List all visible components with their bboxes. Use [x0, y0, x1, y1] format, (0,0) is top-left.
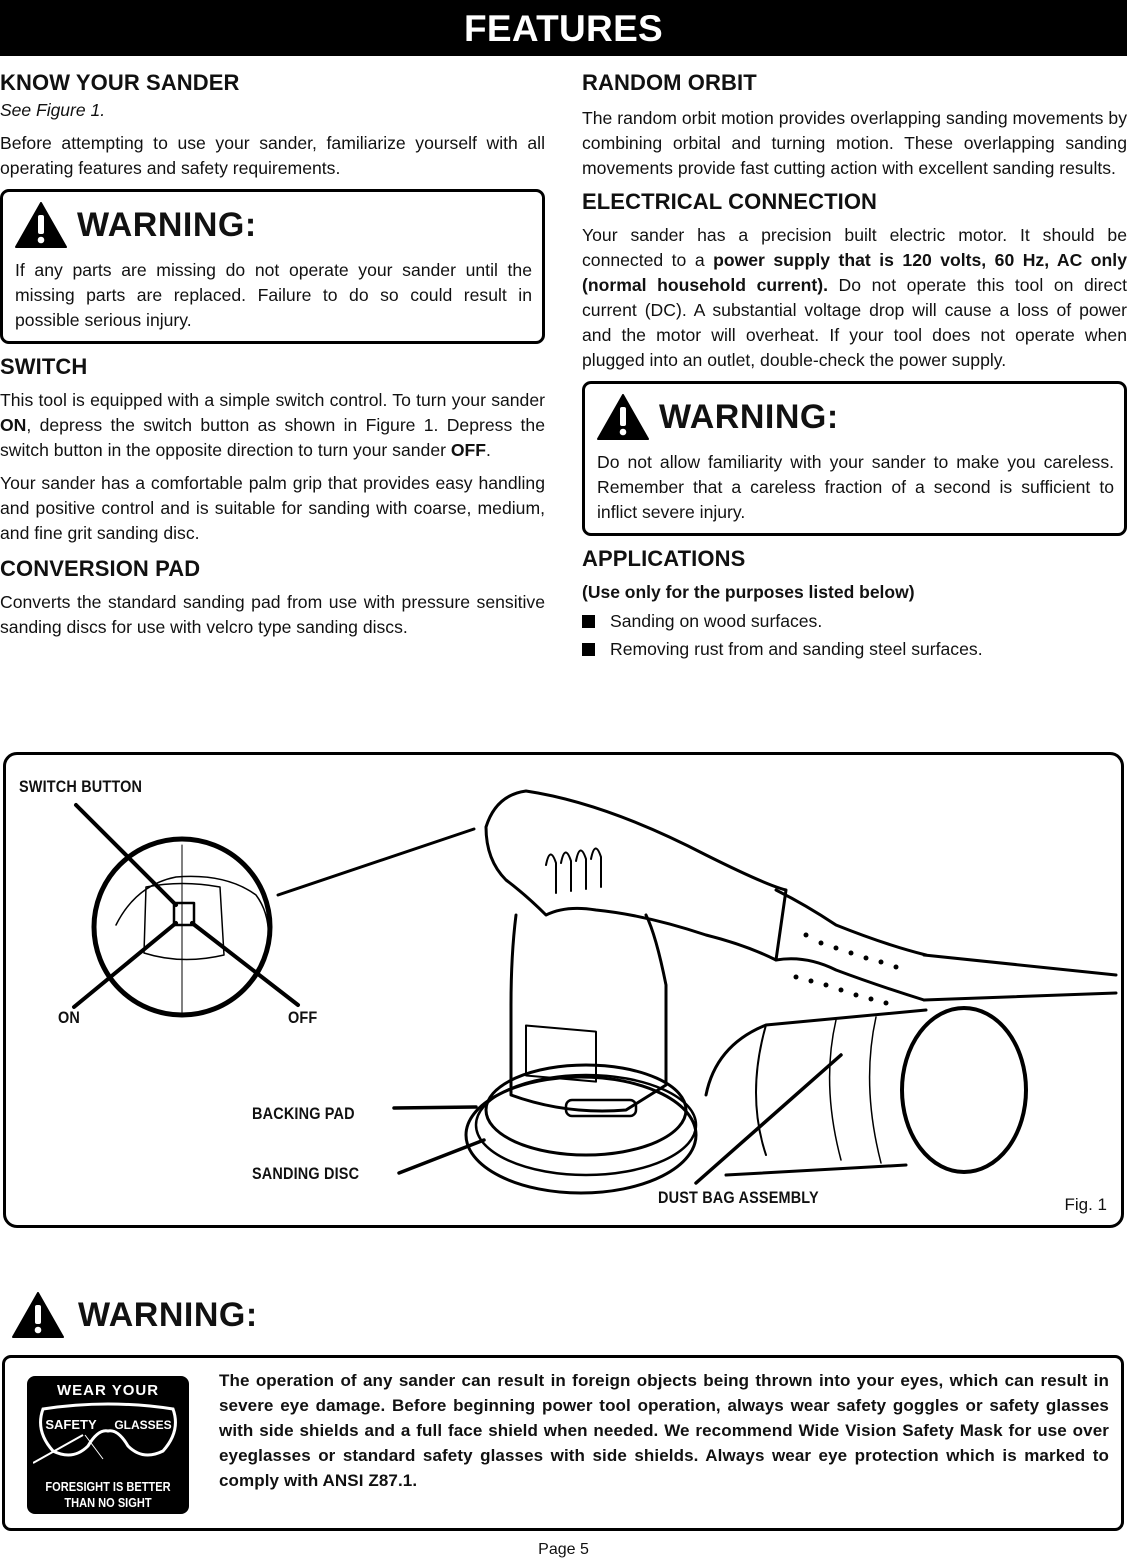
- label-sanding-disc: SANDING DISC: [252, 1164, 360, 1183]
- switch-text: This tool is equipped with a simple swit…: [0, 390, 545, 460]
- left-column: KNOW YOUR SANDER See Figure 1. Before at…: [0, 70, 545, 648]
- eye-protection-warning-box: WEAR YOUR SAFETY GLASSES FORESIGHT IS BE…: [2, 1355, 1124, 1531]
- applications-subheading: (Use only for the purposes listed below): [582, 582, 915, 602]
- svg-text:GLASSES: GLASSES: [114, 1418, 171, 1432]
- list-item: Sanding on wood surfaces.: [582, 611, 1127, 632]
- warning-triangle-icon: [15, 202, 67, 248]
- badge-line-4: THAN NO SIGHT: [64, 1495, 152, 1510]
- badge-line-3: FORESIGHT IS BETTER: [45, 1479, 171, 1494]
- warning-text: Do not allow familiarity with your sande…: [597, 452, 1114, 522]
- eye-warning-heading: WARNING:: [12, 1292, 258, 1338]
- palm-grip-text: Your sander has a comfortable palm grip …: [0, 473, 545, 543]
- heading-applications: APPLICATIONS: [582, 546, 746, 571]
- warning-box-familiarity: WARNING: Do not allow familiarity with y…: [582, 381, 1127, 536]
- heading-know-your-sander: KNOW YOUR SANDER: [0, 70, 240, 95]
- page-header: FEATURES: [0, 0, 1127, 56]
- figure-caption: Fig. 1: [1064, 1195, 1107, 1214]
- badge-line-1: WEAR YOUR: [56, 1382, 160, 1399]
- label-dust-bag-assembly: DUST BAG ASSEMBLY: [658, 1188, 819, 1207]
- electrical-text: Your sander has a precision built electr…: [582, 225, 1127, 370]
- label-switch-button: SWITCH BUTTON: [19, 777, 143, 796]
- warning-triangle-icon: [12, 1292, 64, 1338]
- svg-text:SAFETY: SAFETY: [45, 1417, 97, 1432]
- see-figure-note: See Figure 1.: [0, 100, 106, 120]
- heading-switch: SWITCH: [0, 354, 88, 379]
- right-column: RANDOM ORBIT The random orbit motion pro…: [582, 70, 1127, 667]
- label-on: ON: [58, 1008, 81, 1027]
- label-backing-pad: BACKING PAD: [252, 1104, 355, 1123]
- eye-warning-text: The operation of any sander can result i…: [219, 1371, 1109, 1490]
- safety-goggles-icon: SAFETY GLASSES: [33, 1402, 177, 1464]
- square-bullet-icon: [582, 615, 595, 628]
- figure-1-sander-diagram: SWITCH BUTTON ON OFF BACKING PAD SANDING…: [3, 752, 1124, 1228]
- know-your-sander-text: Before attempting to use your sander, fa…: [0, 133, 545, 178]
- warning-text: If any parts are missing do not operate …: [15, 260, 532, 330]
- conversion-pad-text: Converts the standard sanding pad from u…: [0, 592, 545, 637]
- warning-title: WARNING:: [77, 205, 257, 244]
- square-bullet-icon: [582, 643, 595, 656]
- page-number: Page 5: [538, 1541, 589, 1558]
- heading-random-orbit: RANDOM ORBIT: [582, 70, 757, 95]
- warning-triangle-icon: [597, 394, 649, 440]
- sander-illustration: [72, 789, 1118, 1195]
- warning-title: WARNING:: [659, 397, 839, 436]
- wear-safety-glasses-badge: WEAR YOUR SAFETY GLASSES FORESIGHT IS BE…: [27, 1376, 189, 1514]
- random-orbit-text: The random orbit motion provides overlap…: [582, 108, 1127, 178]
- heading-electrical-connection: ELECTRICAL CONNECTION: [582, 189, 878, 214]
- label-off: OFF: [288, 1008, 318, 1027]
- warning-box-missing-parts: WARNING: If any parts are missing do not…: [0, 189, 545, 344]
- heading-conversion-pad: CONVERSION PAD: [0, 556, 201, 581]
- warning-title: WARNING:: [78, 1295, 258, 1334]
- list-item: Removing rust from and sanding steel sur…: [582, 639, 1127, 660]
